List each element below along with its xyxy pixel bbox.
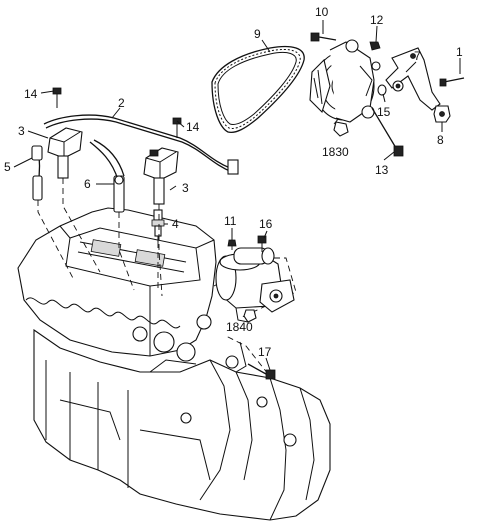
tensioner-part-8 <box>433 105 451 123</box>
callout-1: 1 <box>456 45 463 59</box>
ignition-system <box>31 87 239 242</box>
callout-17: 17 <box>258 345 272 359</box>
washer-15 <box>377 84 387 96</box>
callout-1840: 1840 <box>226 320 253 334</box>
callout-6: 6 <box>84 177 91 191</box>
nut-12 <box>369 41 381 51</box>
callout-labels: 1 2 3 3 4 5 6 7 8 9 10 11 12 13 14 14 15… <box>4 5 463 359</box>
callout-4: 4 <box>172 217 179 231</box>
starter-motor <box>215 235 295 323</box>
callout-13: 13 <box>375 163 389 177</box>
callout-10: 10 <box>315 5 329 19</box>
callout-14-right: 14 <box>186 120 200 134</box>
callout-7: 7 <box>414 49 421 63</box>
ignition-coil-right <box>143 147 179 205</box>
bolt-13 <box>371 107 404 157</box>
callout-12: 12 <box>370 13 384 27</box>
callout-9: 9 <box>254 27 261 41</box>
bolt-14a <box>52 87 62 108</box>
callout-15: 15 <box>377 105 391 119</box>
bolt-1 <box>439 77 465 87</box>
callout-16: 16 <box>259 217 273 231</box>
callout-2: 2 <box>118 96 125 110</box>
callout-5: 5 <box>4 160 11 174</box>
bolt-16 <box>257 235 267 252</box>
engine-block <box>17 207 331 521</box>
bolt-11 <box>227 239 237 247</box>
callout-3-right: 3 <box>182 181 189 195</box>
callout-11: 11 <box>224 214 237 228</box>
ignition-coil-left <box>47 127 83 179</box>
alternator <box>309 39 381 137</box>
alternator-bracket <box>385 47 441 111</box>
callout-14-left: 14 <box>24 87 38 101</box>
leader-lines <box>13 20 461 371</box>
callout-1830: 1830 <box>322 145 349 159</box>
bolt-17 <box>247 363 276 380</box>
bolt-10 <box>310 32 337 42</box>
spark-plug <box>151 209 165 242</box>
drive-belt <box>211 45 305 134</box>
callout-3-left: 3 <box>18 124 25 138</box>
callout-8: 8 <box>437 133 444 147</box>
